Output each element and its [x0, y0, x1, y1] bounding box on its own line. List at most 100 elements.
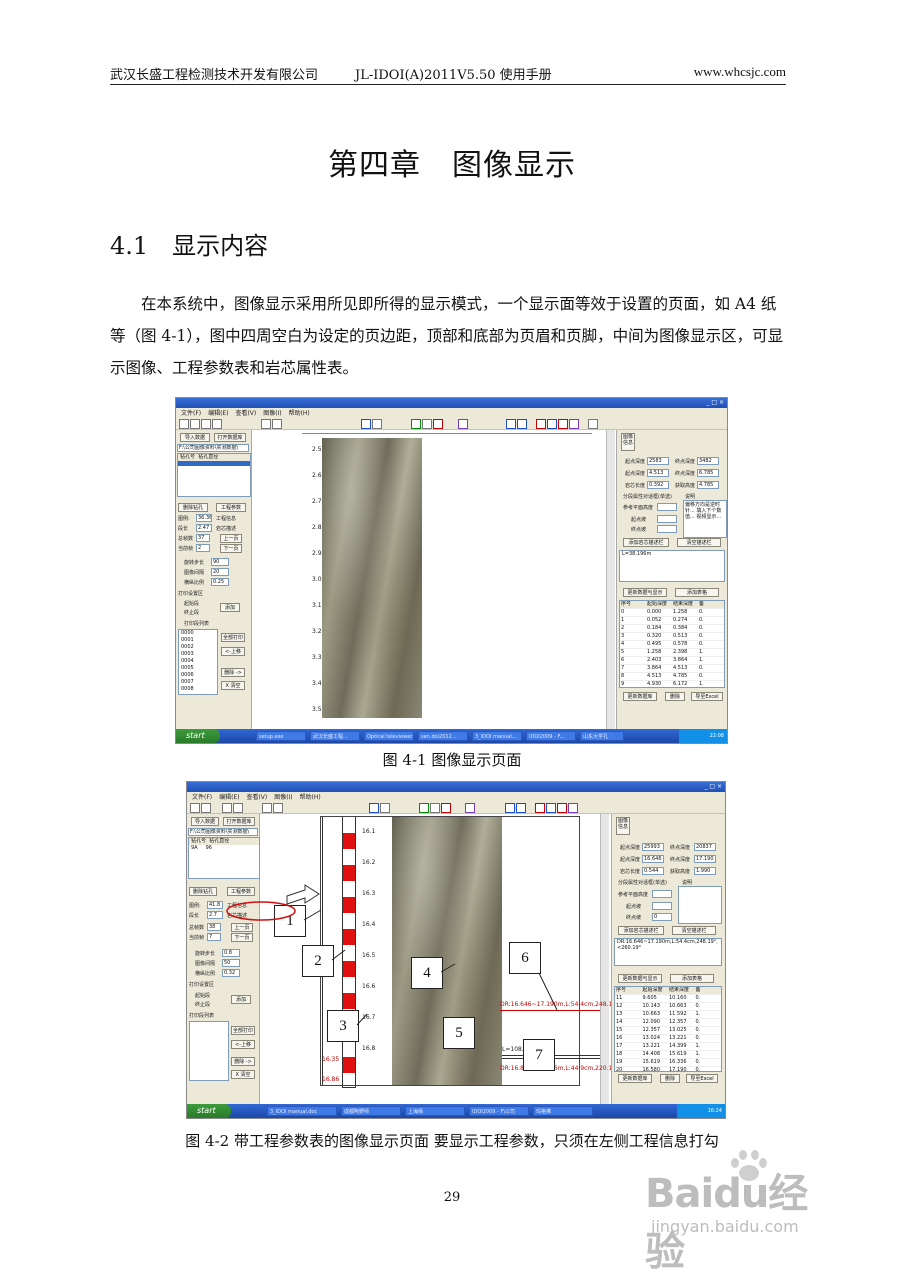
path-field[interactable]: F:\公司图像资料\实测数据\: [177, 444, 249, 452]
delete-borehole-button[interactable]: 删除钻孔: [178, 503, 208, 512]
copy-icon[interactable]: [273, 803, 283, 813]
note-field[interactable]: [678, 886, 722, 924]
window-controls[interactable]: _ □ ×: [706, 399, 724, 406]
image-info-tab[interactable]: 图像信息: [621, 433, 635, 451]
borehole-list[interactable]: 钻孔号 钻孔直径 9A 96: [188, 837, 260, 879]
menu-image[interactable]: 图像(I): [274, 794, 293, 801]
start-button[interactable]: start: [176, 729, 220, 743]
menu-edit[interactable]: 编辑(E): [219, 794, 240, 801]
next-page-button[interactable]: 下一页: [231, 933, 253, 942]
start-point-field[interactable]: [657, 515, 677, 523]
menu-file[interactable]: 文件(F): [181, 410, 202, 417]
taskbar-item[interactable]: IDOI2009 - F\公司: [469, 1106, 529, 1116]
scale-field[interactable]: 0.25: [211, 578, 229, 586]
taskbar-item[interactable]: sen.doi2012...: [418, 731, 468, 741]
info-textbox[interactable]: DR:16.646~17.190m,L:54.4cm,248.19°,<260.…: [614, 938, 722, 966]
palette-icon[interactable]: [568, 803, 578, 813]
start-button[interactable]: start: [187, 1104, 231, 1118]
save-icon[interactable]: [179, 419, 189, 429]
add-table-button[interactable]: 添加表格: [675, 588, 719, 597]
taskbar-item[interactable]: setup.exe: [256, 731, 306, 741]
layout-icon[interactable]: [506, 419, 516, 429]
length-field[interactable]: 2.7: [207, 911, 223, 919]
note-field[interactable]: 偏移方向是逆时针... 填入下个数值... 视频显示...: [683, 500, 727, 538]
frame-icon[interactable]: [547, 419, 557, 429]
open-database-button[interactable]: 打开数据库: [214, 433, 246, 442]
update-display-button[interactable]: 更新数据与显示: [618, 974, 662, 983]
delete-borehole-button[interactable]: 删除钻孔: [189, 887, 217, 896]
taskbar-item[interactable]: 成都陶野师: [341, 1106, 401, 1116]
project-info-checkbox[interactable]: 工程信息: [227, 903, 248, 909]
update-db-button[interactable]: 更新数据库: [618, 1074, 652, 1083]
export-excel-button[interactable]: 导至Excel: [686, 1074, 718, 1083]
taskbar-item[interactable]: 玛格佛: [533, 1106, 593, 1116]
crosshair-icon[interactable]: [369, 803, 379, 813]
color-icon[interactable]: [535, 803, 545, 813]
start-depth-field[interactable]: 2583: [647, 457, 669, 465]
open-database-button[interactable]: 打开数据库: [223, 817, 255, 826]
print-list-item[interactable]: 0000: [181, 630, 194, 636]
border-icon[interactable]: [557, 803, 567, 813]
print-segment-list[interactable]: 0000 0001 0002 0003 0004 0005 0006 0007 …: [178, 629, 218, 695]
core-length-field[interactable]: 0.544: [642, 867, 664, 875]
end-depth-field[interactable]: 20837: [694, 843, 716, 851]
info-textbox[interactable]: L=38.196m: [619, 550, 725, 582]
add-print-button[interactable]: 添加: [231, 995, 251, 1004]
clear-core-desc-button[interactable]: 清空描述栏: [677, 538, 721, 547]
ref-height-field[interactable]: [657, 503, 677, 511]
fit-width-icon[interactable]: [419, 803, 429, 813]
project-params-button[interactable]: 工程参数: [227, 887, 255, 896]
print-icon[interactable]: [222, 803, 232, 813]
copy-icon[interactable]: [272, 419, 282, 429]
add-table-button[interactable]: 添加表格: [670, 974, 714, 983]
export-excel-button[interactable]: 导至Excel: [691, 692, 723, 701]
print-all-button[interactable]: 全部打印: [231, 1026, 255, 1035]
image-info-tab[interactable]: 图像信息: [616, 817, 630, 835]
open-icon[interactable]: [190, 419, 200, 429]
current-frame-field[interactable]: 7: [207, 933, 221, 941]
color-icon[interactable]: [536, 419, 546, 429]
project-info-checkbox[interactable]: 工程信息: [216, 516, 237, 522]
width-field[interactable]: 36.36: [196, 514, 212, 522]
print-list-item[interactable]: 0005: [181, 665, 194, 671]
interval-select[interactable]: 50: [222, 959, 240, 967]
core-desc-checkbox[interactable]: 岩芯描述: [227, 913, 248, 919]
print-list-item[interactable]: 0008: [181, 686, 194, 692]
rqd-field[interactable]: 1.990: [694, 867, 716, 875]
remove-button[interactable]: 删除 ->: [221, 668, 245, 677]
start-point-field[interactable]: [652, 902, 672, 910]
menu-help[interactable]: 帮助(H): [299, 794, 321, 801]
move-up-button[interactable]: <-上移: [221, 647, 245, 656]
print-segment-list[interactable]: [189, 1021, 229, 1081]
length-field[interactable]: 2.47: [196, 524, 212, 532]
vertical-scrollbar[interactable]: [606, 430, 615, 729]
border-icon[interactable]: [558, 419, 568, 429]
pointer-icon[interactable]: [458, 419, 468, 429]
delete-row-button[interactable]: 删除: [660, 1074, 680, 1083]
clear-button[interactable]: X 清空: [231, 1070, 255, 1079]
taskbar-item[interactable]: 山东大学孔: [580, 731, 624, 741]
open-icon[interactable]: [201, 803, 211, 813]
next-page-button[interactable]: 下一页: [220, 544, 242, 553]
move-up-button[interactable]: <-上移: [231, 1040, 255, 1049]
path-field[interactable]: F:\公司图像资料\实测数据\: [188, 828, 258, 836]
start-depth-field[interactable]: 25993: [642, 843, 664, 851]
window-icon[interactable]: [517, 419, 527, 429]
add-core-desc-button[interactable]: 添加岩芯描述栏: [618, 926, 664, 935]
bottom-depth-field[interactable]: 6.785: [697, 469, 719, 477]
total-frames-field[interactable]: 37: [196, 534, 210, 542]
top-depth-field[interactable]: 16.646: [642, 855, 664, 863]
print-list-item[interactable]: 0003: [181, 651, 194, 657]
taskbar-item[interactable]: 上海缘: [405, 1106, 465, 1116]
